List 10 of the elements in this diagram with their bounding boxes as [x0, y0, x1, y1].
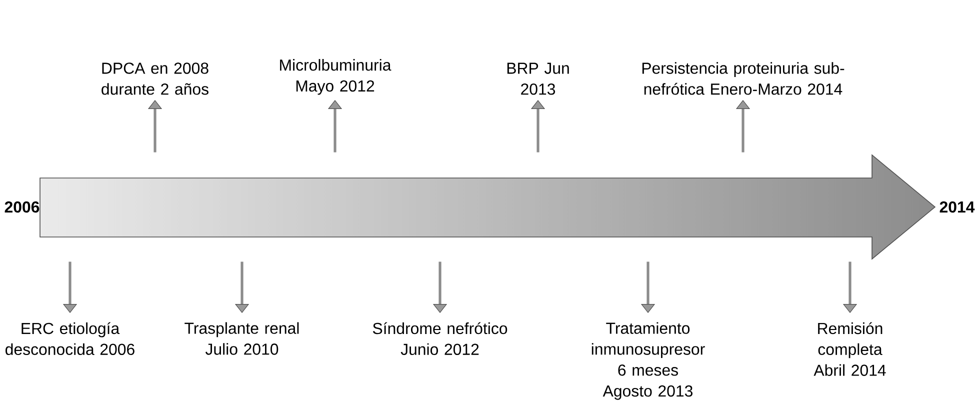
- event-label: Persistencia proteinuria sub-nefrótica Enero-Marzo 2014: [642, 62, 844, 95]
- event-label: ERC etiología desconocida 2006: [6, 322, 134, 356]
- event-label: DPCA en 2008 durante 2 años: [102, 62, 208, 95]
- event-label: Trasplante renal Julio 2010: [184, 322, 299, 355]
- timeline-arrow: [40, 154, 936, 260]
- event-label: Síndrome nefrótico Junio 2012: [372, 322, 508, 356]
- event-label: Microlbuminuria Mayo 2012: [280, 59, 392, 95]
- event-label: BRP Jun 2013: [507, 62, 569, 95]
- event-label: Tratamiento inmunosupresor 6 meses Agosto 2013: [592, 322, 705, 400]
- event-label: Remisión completa Abril 2014: [814, 322, 886, 376]
